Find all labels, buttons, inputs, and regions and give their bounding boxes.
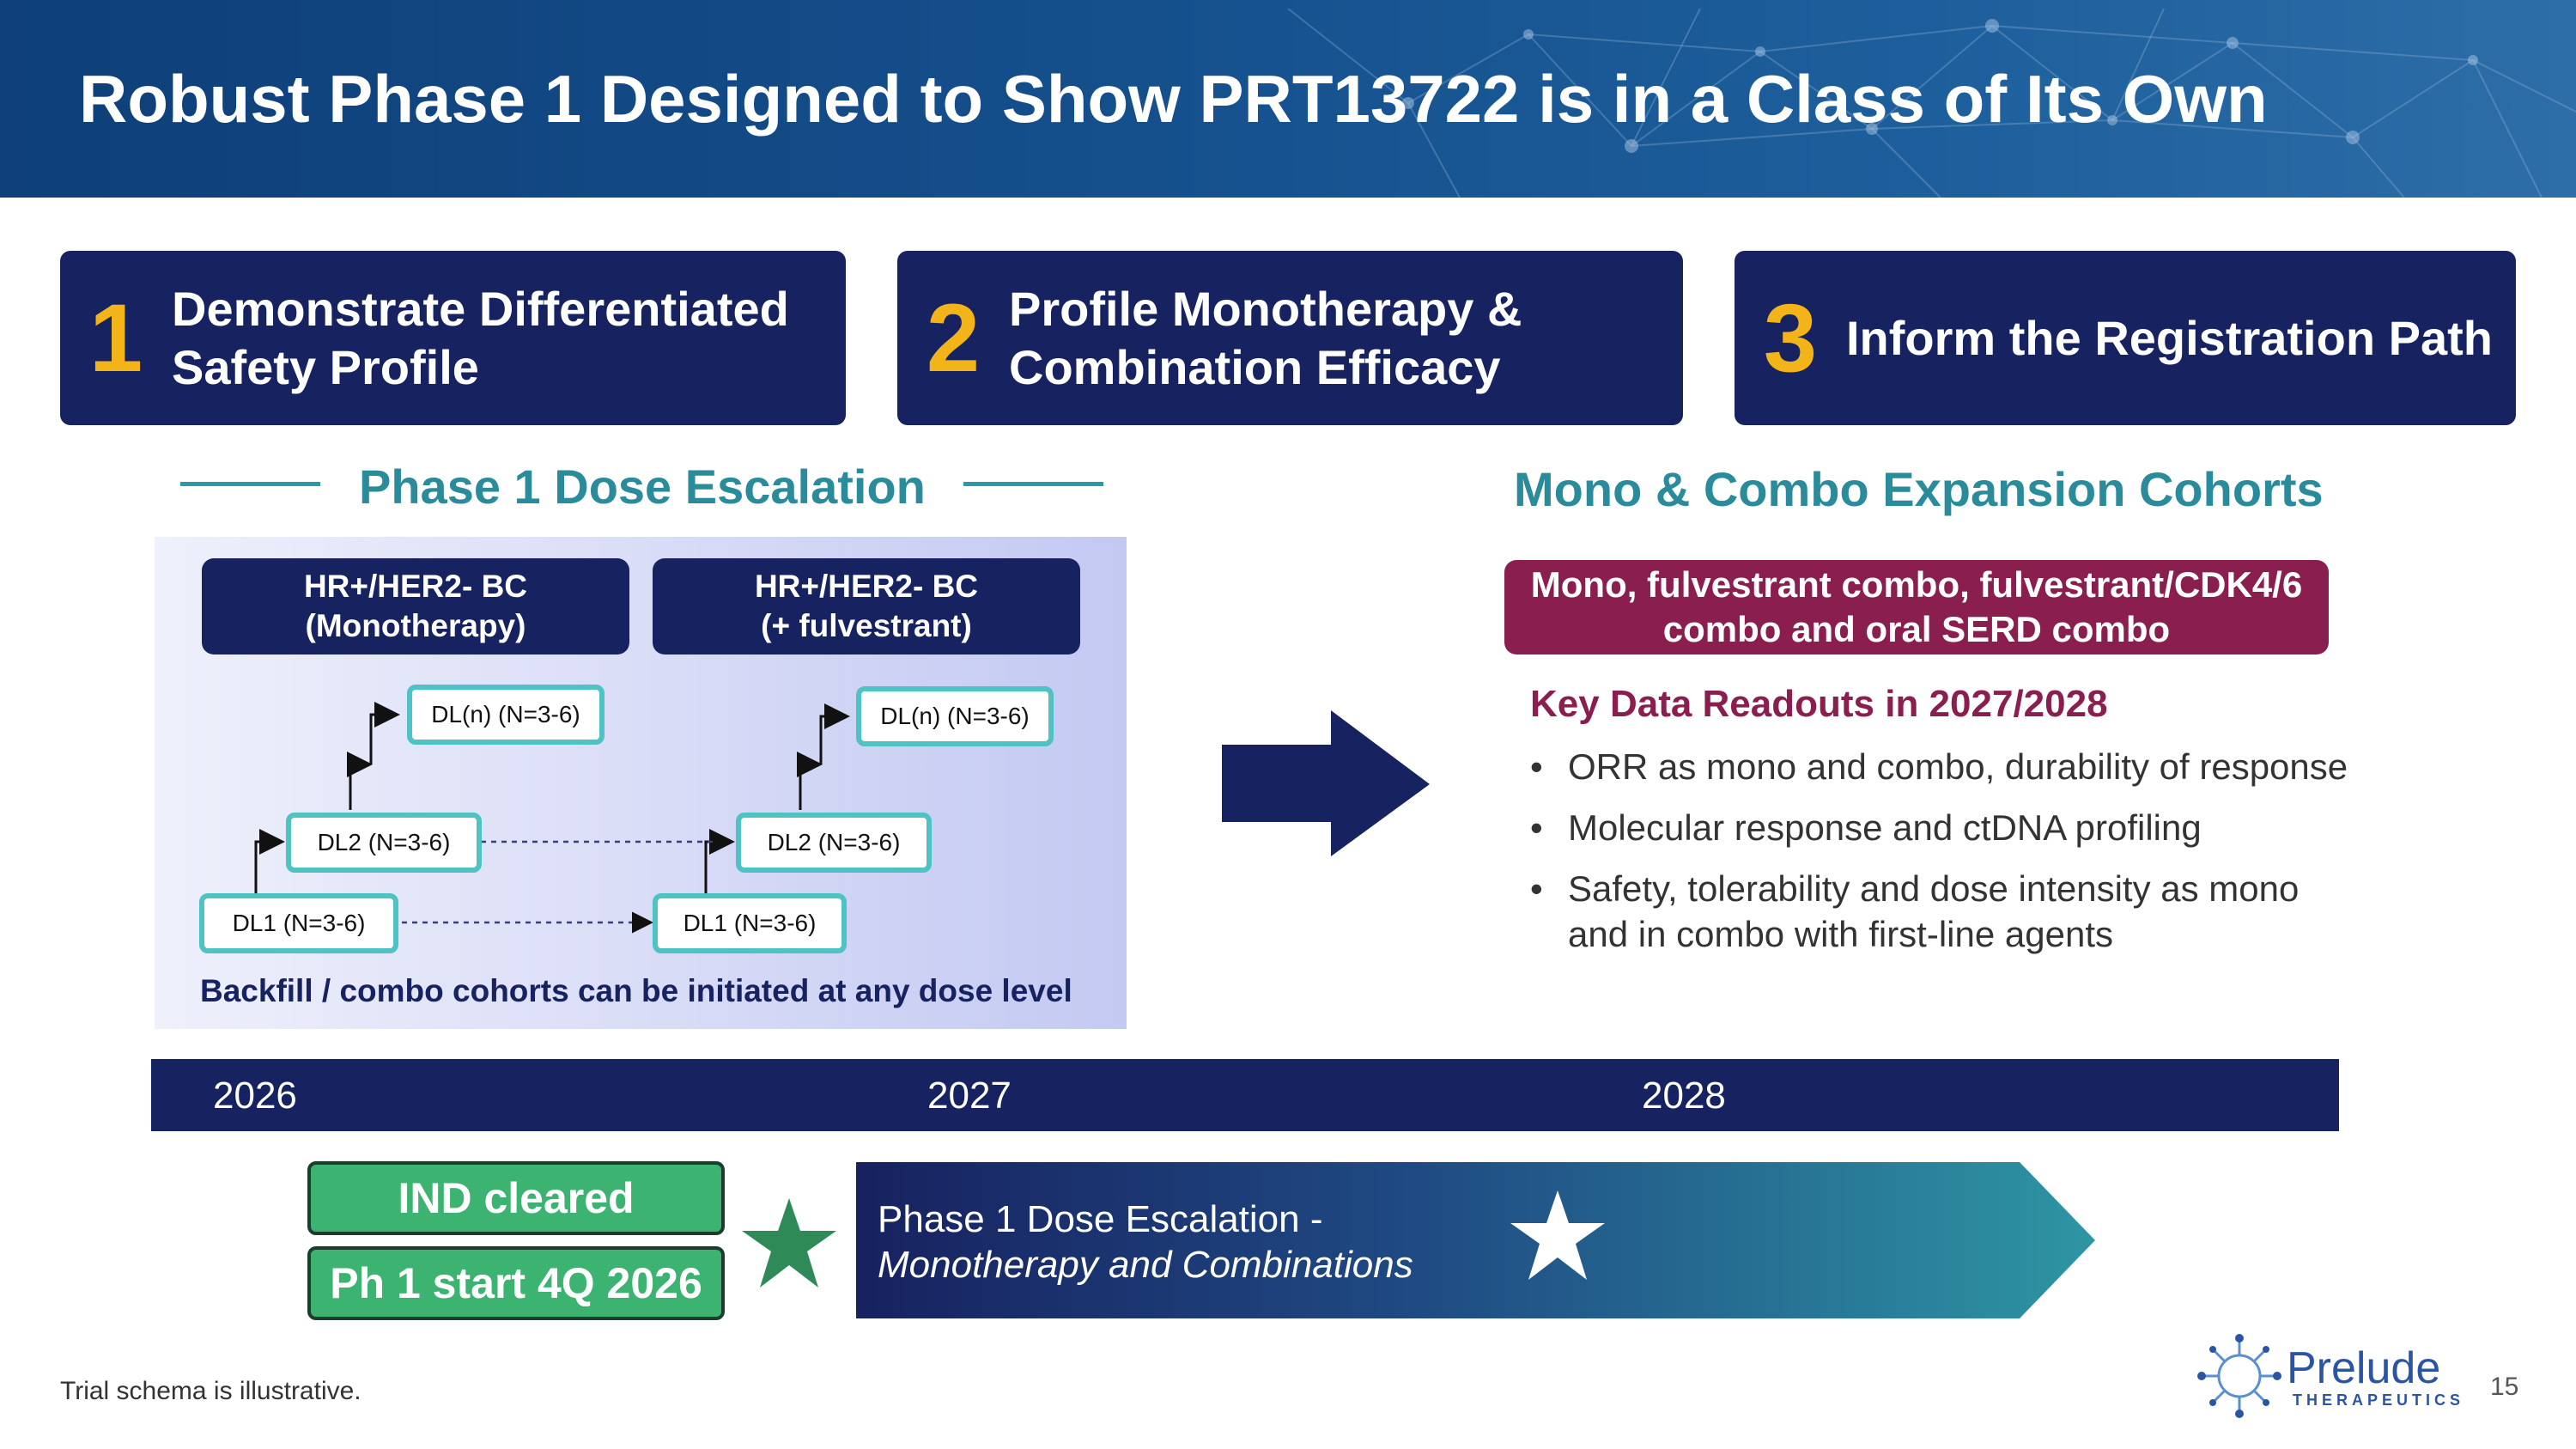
key-readouts-title: Key Data Readouts in 2027/2028: [1530, 683, 2108, 725]
dose-level-box: DL1 (N=3-6): [653, 893, 847, 953]
bullet-text: ORR as mono and combo, durability of res…: [1568, 746, 2348, 787]
network-pattern: [1287, 8, 2576, 198]
objective-number: 3: [1763, 284, 1818, 392]
objective-number: 2: [926, 284, 981, 392]
star-icon: [1510, 1190, 1605, 1280]
bullet-text: Molecular response and ctDNA profiling: [1568, 807, 2202, 848]
dose-level-box: DL1 (N=3-6): [199, 893, 398, 953]
objective-box-2: 2 Profile Monotherapy & Combination Effi…: [897, 251, 1683, 425]
footnote: Trial schema is illustrative.: [60, 1377, 361, 1405]
arm-header-monotherapy: HR+/HER2- BC (Monotherapy): [202, 558, 629, 654]
objective-box-1: 1 Demonstrate Differentiated Safety Prof…: [60, 251, 846, 425]
backfill-note: Backfill / combo cohorts can be initiate…: [200, 973, 1072, 1008]
heading-rule-right: [963, 482, 1103, 486]
heading-rule-left: [180, 482, 320, 486]
timeline-year: 2026: [213, 1075, 297, 1117]
dose-level-box: DL(n) (N=3-6): [856, 686, 1054, 746]
bullet-dot-icon: •: [1530, 807, 1543, 848]
logo-wordmark: Prelude: [2287, 1343, 2441, 1393]
timeline-year: 2028: [1642, 1075, 1726, 1117]
bullet-text: Safety, tolerability and dose intensity …: [1568, 868, 2300, 954]
readout-bullet: • Molecular response and ctDNA profiling: [1530, 805, 2389, 856]
star-icon: [742, 1198, 836, 1288]
timeline-bar: [151, 1059, 2339, 1131]
timeline-year: 2027: [927, 1075, 1012, 1117]
dose-escalation-heading: Phase 1 Dose Escalation: [359, 460, 926, 514]
dose-level-box: DL2 (N=3-6): [286, 813, 482, 873]
logo-tagline: THERAPEUTICS: [2293, 1391, 2465, 1409]
readout-bullet: • Safety, tolerability and dose intensit…: [1530, 866, 2389, 969]
milestone-ph1-start: Ph 1 start 4Q 2026: [307, 1246, 725, 1320]
phase-label-line1: Phase 1 Dose Escalation -: [878, 1198, 1323, 1240]
phase1-timeline-label: Phase 1 Dose Escalation - Monotherapy an…: [878, 1196, 1413, 1288]
expansion-heading: Mono & Combo Expansion Cohorts: [1514, 462, 2324, 516]
objective-text: Inform the Registration Path: [1846, 310, 2493, 365]
page-number: 15: [2490, 1373, 2519, 1401]
milestone-ind-cleared: IND cleared: [307, 1161, 725, 1235]
page-title: Robust Phase 1 Designed to Show PRT13722…: [79, 61, 2268, 137]
expansion-cohort-box: Mono, fulvestrant combo, fulvestrant/CDK…: [1504, 560, 2329, 654]
phase1-timeline-arrow: [856, 1162, 2095, 1318]
bullet-dot-icon: •: [1530, 868, 1543, 909]
arrow-right-icon: [1222, 710, 1430, 856]
objective-text: Demonstrate Differentiated Safety Profil…: [172, 281, 789, 394]
prelude-logo-icon: [2197, 1334, 2281, 1418]
bullet-dot-icon: •: [1530, 746, 1543, 787]
arm-header-fulvestrant: HR+/HER2- BC (+ fulvestrant): [653, 558, 1080, 654]
phase-label-line2: Monotherapy and Combinations: [878, 1244, 1413, 1286]
objective-text: Profile Monotherapy & Combination Effica…: [1009, 281, 1522, 394]
dose-level-box: DL2 (N=3-6): [736, 813, 932, 873]
objective-number: 1: [88, 284, 143, 392]
objective-box-3: 3 Inform the Registration Path: [1735, 251, 2516, 425]
dose-level-box: DL(n) (N=3-6): [407, 685, 605, 745]
title-banner: Robust Phase 1 Designed to Show PRT13722…: [0, 0, 2576, 198]
readout-bullet: • ORR as mono and combo, durability of r…: [1530, 744, 2389, 795]
